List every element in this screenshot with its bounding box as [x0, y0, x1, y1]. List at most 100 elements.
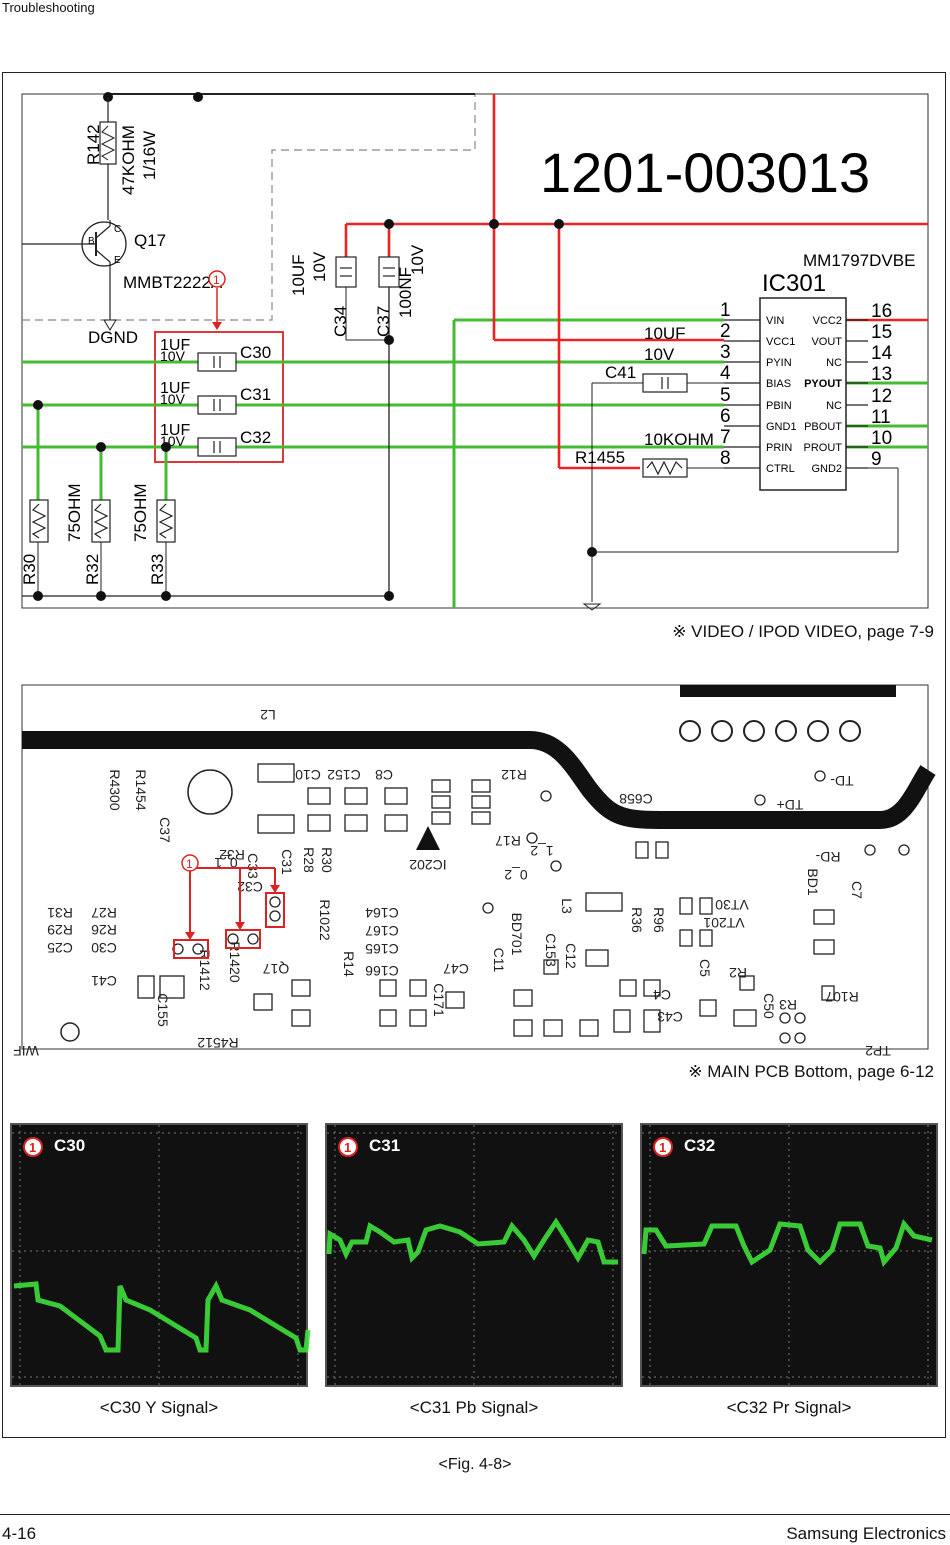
pcb-pad [344, 787, 368, 805]
pcb-silkscreen-label: C155 [155, 993, 171, 1027]
ic-pin-name: PYOUT [804, 378, 842, 390]
pcb-pad [699, 929, 713, 947]
svg-text:1: 1 [186, 857, 193, 871]
pcb-silkscreen-label: C7 [849, 881, 865, 899]
pcb-pad [471, 779, 491, 793]
section-header: Troubleshooting [2, 0, 95, 15]
pcb-via [540, 790, 552, 802]
ic-pin-name: PRIN [766, 442, 792, 454]
pcb-silkscreen-label: R4300 [107, 769, 123, 810]
pcb-pad [253, 993, 273, 1011]
ic-pin-number: 11 [871, 407, 891, 428]
pcb-silkscreen-label: R96 [651, 907, 667, 933]
pcb-pad [409, 1009, 427, 1027]
pcb-silkscreen-label: 0_2 [504, 867, 528, 883]
pcb-pad [679, 929, 693, 947]
pcb-silkscreen-label: BD1 [805, 868, 821, 895]
pcb-pad [291, 979, 311, 997]
ic-pin-name: CTRL [766, 463, 795, 475]
pcb-pad [471, 811, 491, 825]
pcb-via [794, 1012, 806, 1024]
pcb-silkscreen-label: C43 [657, 1009, 683, 1025]
ic-pin-name: PYIN [766, 357, 792, 369]
pcb-silkscreen-label: C50 [761, 993, 777, 1019]
pcb-pad [585, 892, 623, 912]
pcb-silkscreen-label: WIF [13, 1043, 39, 1059]
pcb-pad [159, 975, 185, 999]
footer-divider [0, 1514, 950, 1515]
pcb-silkscreen-label: IC202 [409, 857, 447, 873]
pcb-silkscreen-label: C166 [365, 963, 399, 979]
ic-pin-number: 12 [871, 386, 892, 407]
pcb-pad [619, 979, 637, 997]
pcb-pad [379, 1009, 397, 1027]
pcb-silkscreen-label: C47 [443, 961, 469, 977]
r30-label: R30 [20, 554, 39, 585]
pcb-pad [291, 1009, 311, 1027]
ic-pin-number: 7 [720, 427, 731, 448]
pcb-silkscreen-label: C12 [563, 943, 579, 969]
pcb-pad [543, 959, 559, 975]
pcb-via [526, 832, 538, 844]
pcb-pad [431, 811, 451, 825]
ic-pin-number: 16 [871, 301, 892, 322]
svg-text:10V: 10V [310, 251, 329, 282]
pcb-silkscreen-label: VT30 [715, 897, 749, 913]
svg-text:C: C [114, 224, 121, 235]
ic-pin-number: 1 [720, 300, 731, 321]
scope-screen-c32 [640, 1123, 938, 1387]
pcb-silkscreen-label: L2 [260, 707, 276, 723]
pcb-pad [257, 814, 295, 834]
ic-pin-number: 4 [720, 363, 731, 384]
pcb-pad [821, 985, 835, 1001]
ic-pin-name: NC [826, 357, 842, 369]
svg-text:1UF: 1UF [160, 337, 190, 354]
svg-text:B: B [88, 236, 95, 247]
company-name: Samsung Electronics [786, 1524, 946, 1543]
pcb-silkscreen-label: R36 [629, 907, 645, 933]
pcb-silkscreen-label: C31 [279, 849, 295, 875]
svg-text:75OHM: 75OHM [131, 483, 150, 542]
pcb-via [550, 860, 562, 872]
ic-pin-name: VCC1 [766, 336, 795, 348]
scope-label: C32 [684, 1136, 716, 1155]
ic-pin-number: 10 [871, 428, 892, 449]
pcb-silkscreen-label: BD701 [509, 913, 525, 956]
pcb-pad [431, 795, 451, 809]
pcb-pad [613, 1009, 631, 1033]
pcb-pad [679, 897, 693, 915]
ic-pin-name: VOUT [811, 336, 842, 348]
pcb-pad [513, 989, 533, 1007]
pcb-silkscreen-label: C33 [245, 853, 261, 879]
pcb-pad [643, 1009, 661, 1033]
dgnd-label: DGND [88, 328, 138, 347]
pcb-pad [579, 1019, 599, 1037]
pcb-pad [655, 841, 669, 859]
pcb-silkscreen-label: R29 [47, 922, 73, 938]
c32-label: C32 [240, 428, 271, 447]
pcb-silkscreen-label: TP2 [865, 1043, 891, 1059]
pcb-pad [513, 1019, 533, 1037]
scope-label: C30 [54, 1136, 86, 1155]
pcb-silkscreen-label: R26 [91, 922, 117, 938]
svg-text:10V: 10V [160, 348, 186, 364]
c41-label: C41 [605, 363, 636, 382]
r142-label: R142 [84, 124, 103, 165]
r33-label: R33 [148, 554, 167, 585]
pcb-silkscreen-label: R4512 [197, 1035, 238, 1051]
pcb-pad [307, 814, 331, 832]
pcb-silkscreen-label: R1420 [227, 941, 243, 982]
pcb-silkscreen-label: TD- [830, 773, 854, 789]
schematic-page-ref: ※ VIDEO / IPOD VIDEO, page 7-9 [672, 622, 934, 641]
pcb-silkscreen-label: R3 [779, 997, 797, 1013]
svg-text:10V: 10V [408, 244, 427, 275]
pcb-silkscreen-label: C658 [619, 791, 653, 807]
ic-pin-name: BIAS [766, 378, 791, 390]
part-number: 1201-003013 [540, 141, 870, 204]
figure-caption: <Fig. 4-8> [438, 1456, 512, 1473]
pcb-silkscreen-label: R107 [825, 989, 859, 1005]
pcb-silkscreen-label: C25 [47, 940, 73, 956]
q17-model: MMBT2222A [123, 273, 223, 292]
pcb-pad [471, 795, 491, 809]
